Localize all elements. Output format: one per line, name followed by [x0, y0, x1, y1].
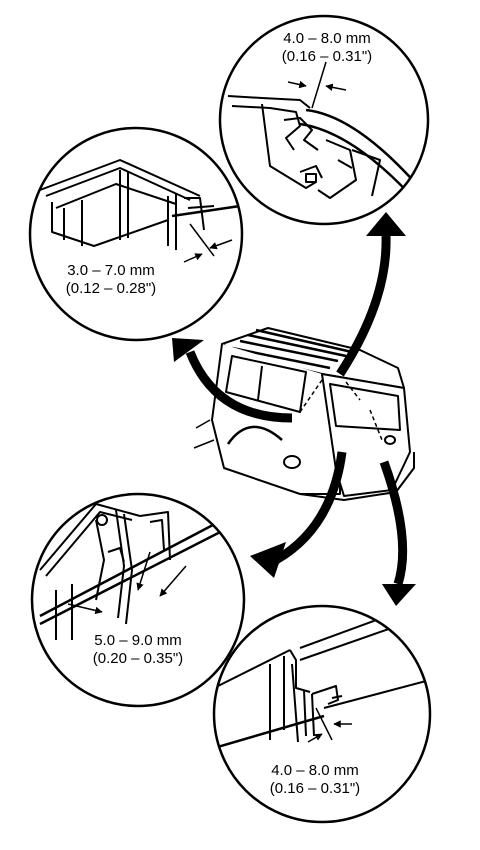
gap-label-top-left-in: (0.12 – 0.28")	[65, 280, 157, 297]
gap-label-bottom-right-in: (0.16 – 0.31")	[269, 780, 361, 797]
gap-label-bottom-right-mm: 4.0 – 8.0 mm	[271, 762, 359, 779]
detail-circle-top-left	[28, 126, 244, 342]
gap-label-top-right-in: (0.16 – 0.31")	[281, 48, 373, 65]
vehicle-rear-illustration	[193, 327, 415, 501]
gap-label-top-left-mm: 3.0 – 7.0 mm	[67, 262, 155, 279]
pointer-arrows	[172, 212, 416, 606]
gap-label-bottom-left-in: (0.20 – 0.35")	[92, 650, 184, 667]
gap-label-bottom-left-mm: 5.0 – 9.0 mm	[94, 632, 182, 649]
gap-label-top-right-mm: 4.0 – 8.0 mm	[283, 30, 371, 47]
detail-circle-bottom-right	[212, 604, 432, 824]
detail-circle-bottom-left	[30, 492, 246, 708]
